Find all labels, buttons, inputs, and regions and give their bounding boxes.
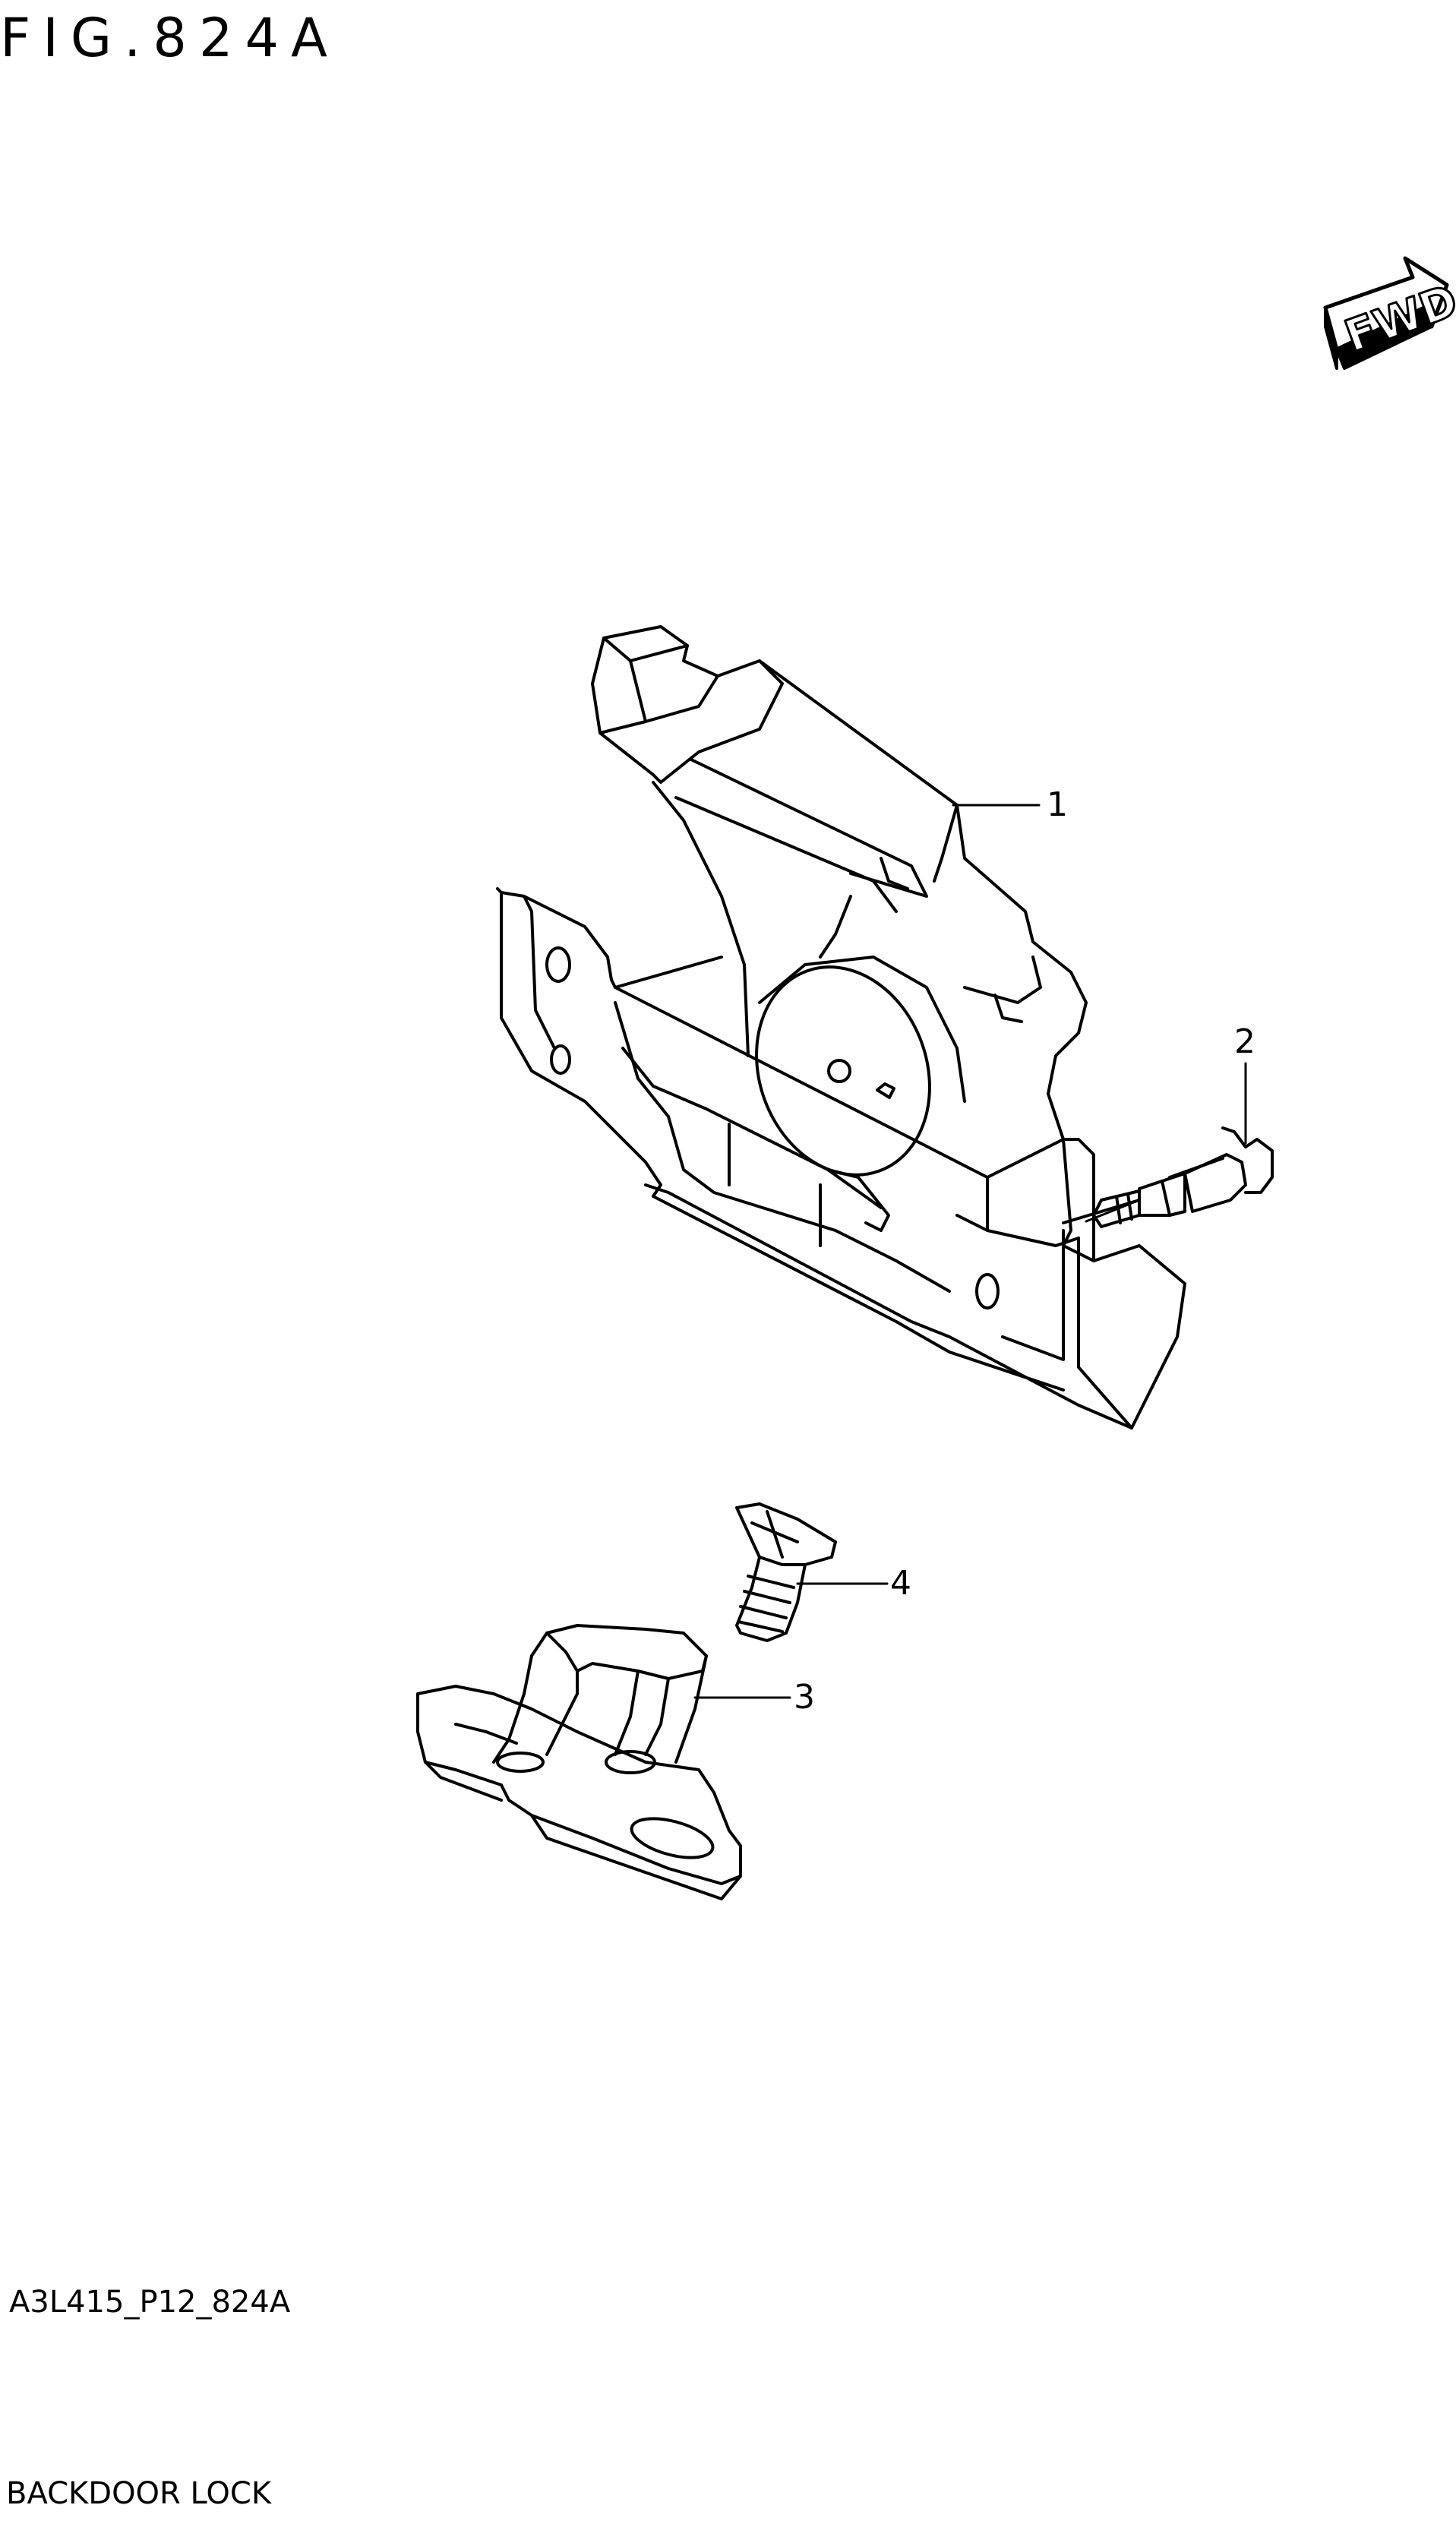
fwd-arrow-icon: FWD: [1323, 256, 1456, 370]
diagram-code: A3L415_P12_824A: [9, 2285, 291, 2320]
part-3-striker: [416, 1624, 742, 1900]
callout-2: 2: [1234, 1022, 1255, 1061]
figure-title: FIG.824A: [0, 7, 340, 69]
callout-4: 4: [890, 1564, 911, 1603]
part-1-lock-actuator: [496, 625, 1186, 1429]
callout-3: 3: [794, 1678, 815, 1717]
leader-line-bolt: [1085, 1199, 1141, 1223]
leader-lines: [693, 804, 1247, 1699]
callout-1: 1: [1047, 785, 1068, 824]
diagram-name: BACKDOOR LOCK: [6, 2476, 272, 2511]
part-4-screw: [735, 1502, 837, 1642]
